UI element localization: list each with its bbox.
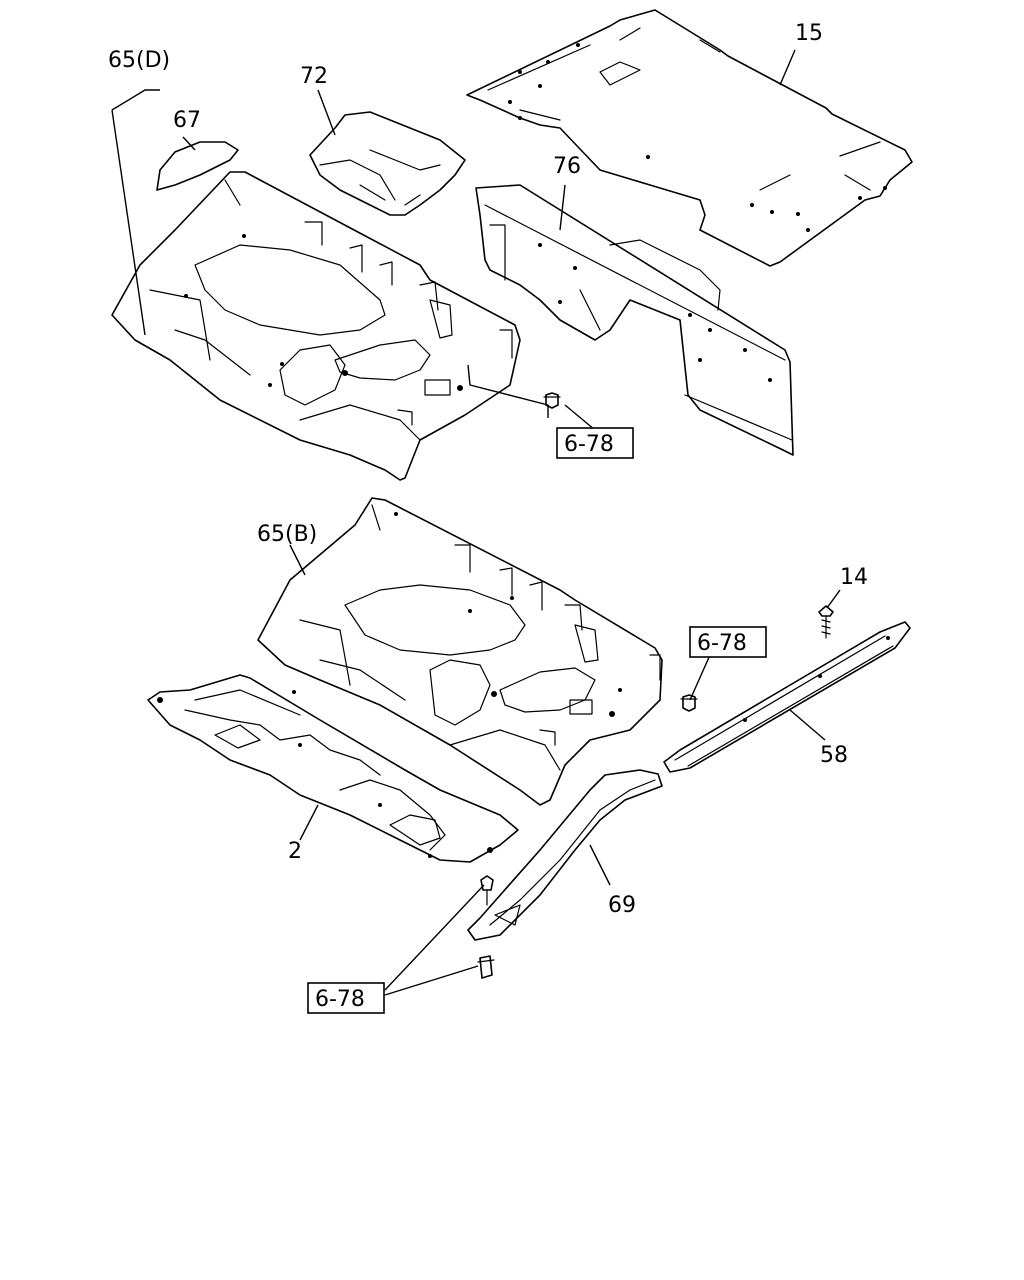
clip-fastener-top — [543, 392, 561, 409]
callout-labels: 15 72 65(D) 67 76 65(B) 14 58 2 69 — [108, 21, 868, 918]
callout-67: 67 — [173, 108, 201, 133]
callout-72: 72 — [300, 64, 328, 89]
part-65d-floor-carpet — [111, 171, 521, 481]
reference-box-top: 6-78 — [556, 427, 634, 459]
part-15-floor-panel — [466, 9, 913, 267]
reference-box-mid: 6-78 — [689, 626, 767, 658]
reference-box-bottom: 6-78 — [307, 982, 385, 1014]
reference-label-bottom: 6-78 — [315, 987, 365, 1012]
reference-label-mid: 6-78 — [697, 631, 747, 656]
part-2-under-panel — [147, 674, 519, 863]
callout-14: 14 — [840, 565, 868, 590]
callout-76: 76 — [553, 154, 581, 179]
reference-label-top: 6-78 — [564, 432, 614, 457]
callout-65b: 65(B) — [257, 522, 317, 547]
clip-fastener-bottom-lower — [477, 955, 495, 979]
part-65b-floor-carpet — [257, 497, 663, 806]
part-69-trim-strip — [467, 769, 663, 941]
screw-14 — [818, 605, 834, 639]
callout-58: 58 — [820, 743, 848, 768]
part-58-sill-plate — [663, 621, 911, 773]
callout-65d: 65(D) — [108, 48, 170, 73]
callout-69: 69 — [608, 893, 636, 918]
callout-15: 15 — [795, 21, 823, 46]
part-67-pad — [156, 141, 239, 191]
part-76-rear-panel — [475, 184, 794, 456]
callout-2: 2 — [288, 839, 302, 864]
clip-fastener-bottom-upper — [480, 875, 494, 906]
leader-lines — [111, 49, 841, 996]
part-72-insulator — [309, 111, 466, 216]
clip-fastener-mid — [680, 694, 698, 712]
